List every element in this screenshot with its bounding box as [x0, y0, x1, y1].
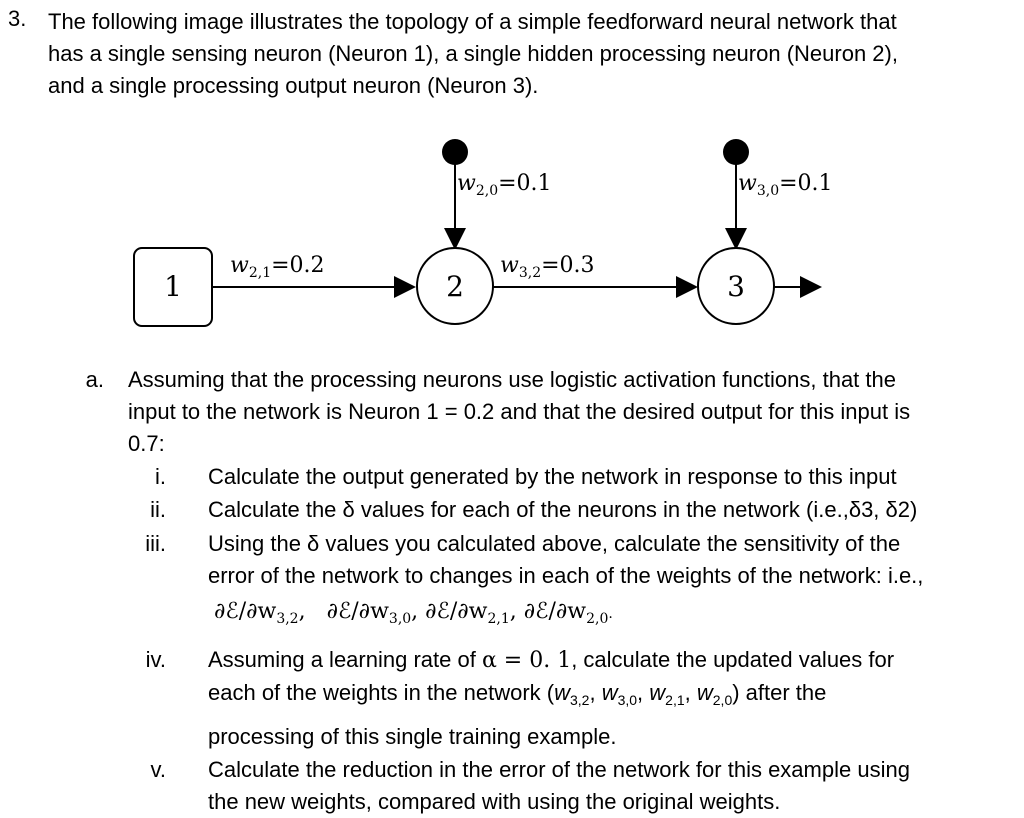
partial-derivative: ∂ℰ/∂w	[523, 599, 587, 624]
neuron-1: 1	[133, 247, 213, 327]
weight-w20-label: w2,0=0.1	[457, 171, 552, 199]
intro-line: has a single sensing neuron (Neuron 1), …	[48, 41, 898, 66]
text: ) after the	[732, 680, 827, 705]
weight-symbol: w	[554, 680, 570, 705]
bias-node-2	[442, 139, 468, 165]
item-ii-text: Calculate the δ values for each of the n…	[208, 497, 918, 522]
subscript: 3,2	[569, 692, 590, 708]
item-iii-text: Using the δ values you calculated above,…	[208, 528, 1008, 592]
item-iv-line-1: Assuming a learning rate of α = 0. 1, ca…	[208, 644, 1008, 677]
intro-line: and a single processing output neuron (N…	[48, 73, 539, 98]
weight-symbol: w	[649, 680, 666, 705]
item-i-marker: i.	[155, 464, 166, 489]
subscript: 2,0	[712, 692, 733, 708]
item-iii-math: ∂ℰ/∂w3,2, ∂ℰ/∂w3,0, ∂ℰ/∂w2,1, ∂ℰ/∂w2,0.	[214, 599, 613, 627]
question-intro: The following image illustrates the topo…	[48, 6, 1008, 102]
item-iii-line: error of the network to changes in each …	[208, 563, 924, 588]
bias-node-3	[723, 139, 749, 165]
partial-derivative: ∂ℰ/∂w	[214, 599, 277, 624]
partial-derivative: ∂ℰ/∂w	[326, 599, 389, 624]
weight-symbol: w	[696, 680, 713, 705]
part-a-line: Assuming that the processing neurons use…	[128, 367, 896, 392]
intro-line: The following image illustrates the topo…	[48, 9, 897, 34]
item-i-text: Calculate the output generated by the ne…	[208, 464, 897, 489]
weight-w30-label: w3,0=0.1	[738, 171, 833, 199]
subscript: 2,1	[665, 692, 685, 708]
part-a-marker: a.	[85, 367, 104, 392]
question-number: 3.	[8, 6, 27, 31]
weight-symbol: w	[601, 680, 618, 705]
neuron-2: 2	[416, 247, 494, 325]
text: , calculate the updated values for	[571, 647, 895, 672]
subscript: 3,2	[276, 611, 299, 627]
network-diagram: 1 w2,1=0.2 w2,0=0.1 2 w3,2=0.3 w3,0=0.1 …	[133, 139, 833, 327]
item-iv-text: Assuming a learning rate of α = 0. 1, ca…	[208, 644, 1008, 753]
item-v-line: Calculate the reduction in the error of …	[208, 757, 910, 782]
neuron-3-label: 3	[727, 270, 745, 303]
item-iv-marker: iv.	[145, 647, 166, 672]
item-iii-marker: iii.	[145, 531, 166, 556]
subscript: 3,0	[388, 611, 412, 627]
neuron-3: 3	[697, 247, 775, 325]
item-iv-line-2: each of the weights in the network (w3,2…	[208, 680, 827, 708]
weight-w21-label: w2,1=0.2	[230, 253, 325, 281]
subscript: 2,1	[487, 611, 510, 627]
subscript: 3,0	[617, 692, 638, 708]
item-iii-line: Using the δ values you calculated above,…	[208, 531, 901, 556]
item-ii-marker: ii.	[150, 497, 166, 522]
item-v-line: the new weights, compared with using the…	[208, 789, 781, 814]
item-v-marker: v.	[150, 757, 166, 782]
subscript: 2,0	[586, 611, 609, 627]
part-a-text: Assuming that the processing neurons use…	[128, 364, 1008, 460]
text: each of the weights in the network (	[208, 680, 555, 705]
item-v-text: Calculate the reduction in the error of …	[208, 754, 1008, 818]
text: Assuming a learning rate of	[208, 647, 482, 672]
item-iv-line-3: processing of this single training examp…	[208, 724, 617, 749]
neuron-1-label: 1	[164, 270, 182, 303]
part-a-line: input to the network is Neuron 1 = 0.2 a…	[128, 399, 911, 424]
learning-rate: α = 0. 1	[481, 648, 572, 673]
weight-w32-label: w3,2=0.3	[500, 253, 595, 281]
partial-derivative: ∂ℰ/∂w	[425, 599, 488, 624]
part-a-line: 0.7:	[128, 431, 165, 456]
neuron-2-label: 2	[446, 270, 464, 303]
